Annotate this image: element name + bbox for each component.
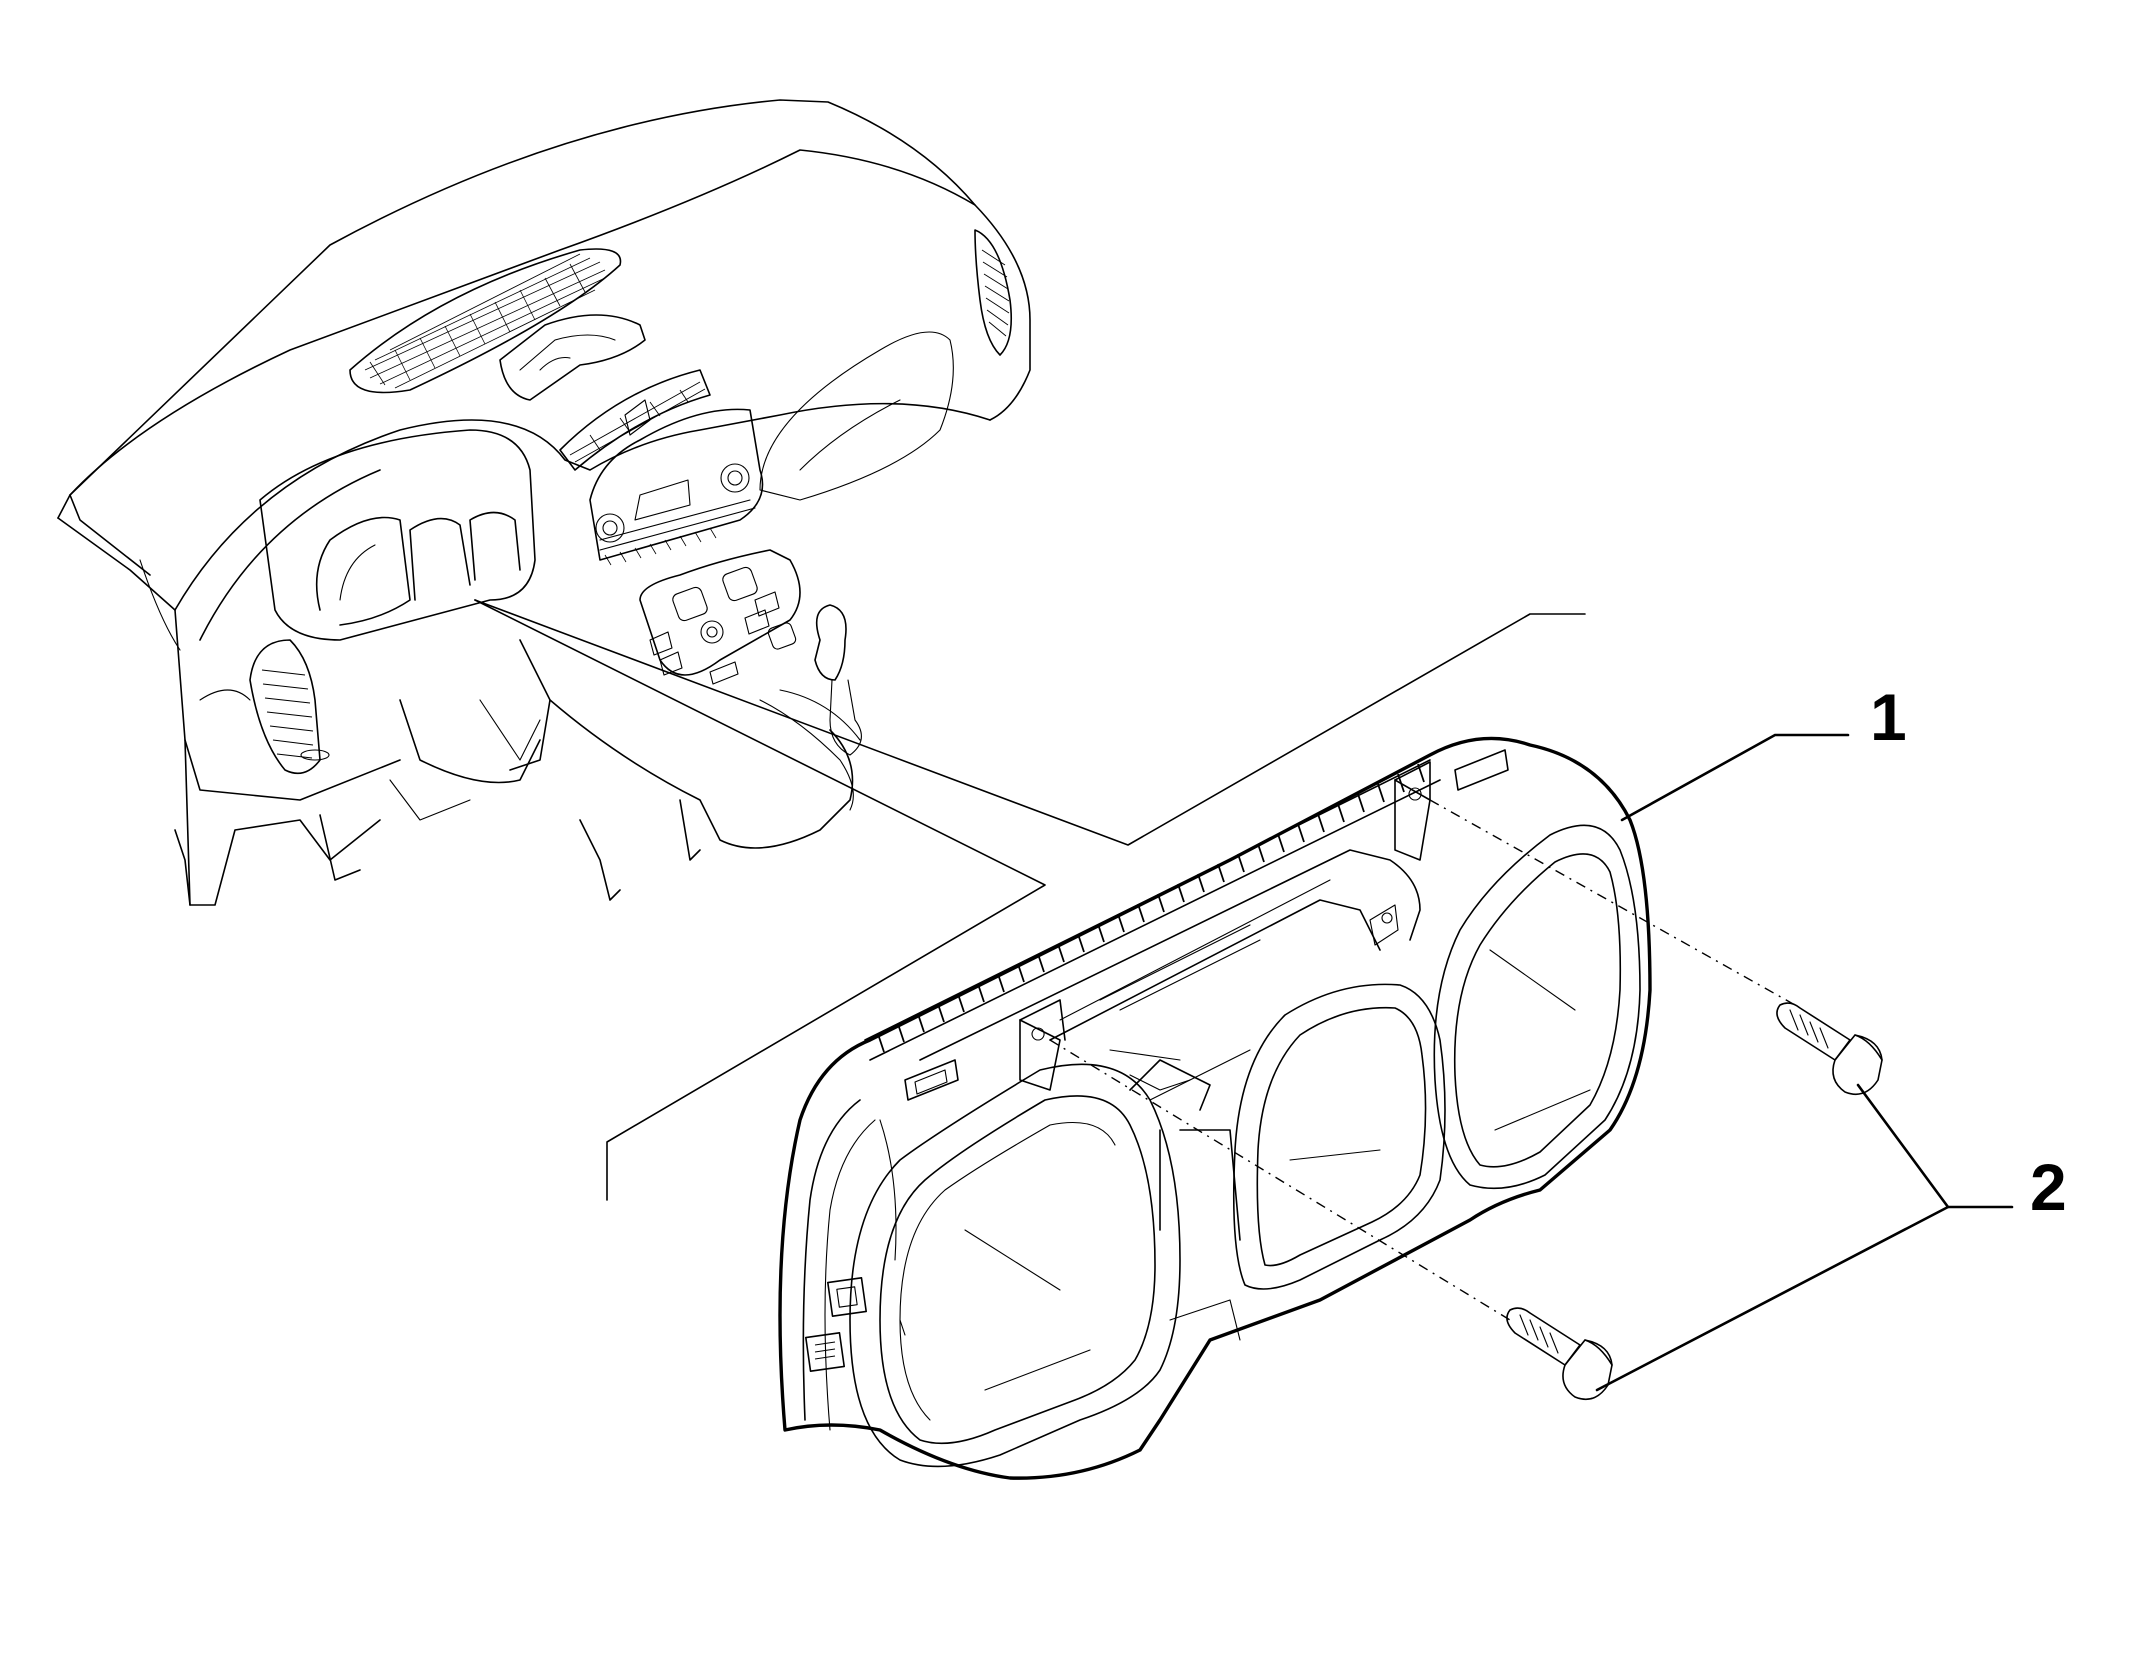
screw-axis-upper bbox=[1429, 799, 1796, 1006]
callout-1-leader bbox=[1620, 733, 1850, 822]
callout-2-leader-upper bbox=[1856, 1083, 1950, 1209]
projection-line-lower bbox=[474, 599, 1046, 1201]
callout-label-2: 2 bbox=[2030, 1150, 2067, 1224]
screw-icon bbox=[1506, 1002, 1883, 1401]
instrument-cluster-icon bbox=[778, 736, 1652, 1480]
screw-axis-lower bbox=[1049, 1039, 1511, 1321]
callout-2-leader-lower bbox=[1595, 1205, 2014, 1392]
projection-line-upper bbox=[474, 599, 1586, 846]
dashboard-icon bbox=[57, 99, 1031, 906]
callout-label-1: 1 bbox=[1870, 680, 1907, 754]
callout-1: 1 bbox=[1620, 680, 1907, 822]
callout-2: 2 bbox=[1595, 1083, 2067, 1392]
